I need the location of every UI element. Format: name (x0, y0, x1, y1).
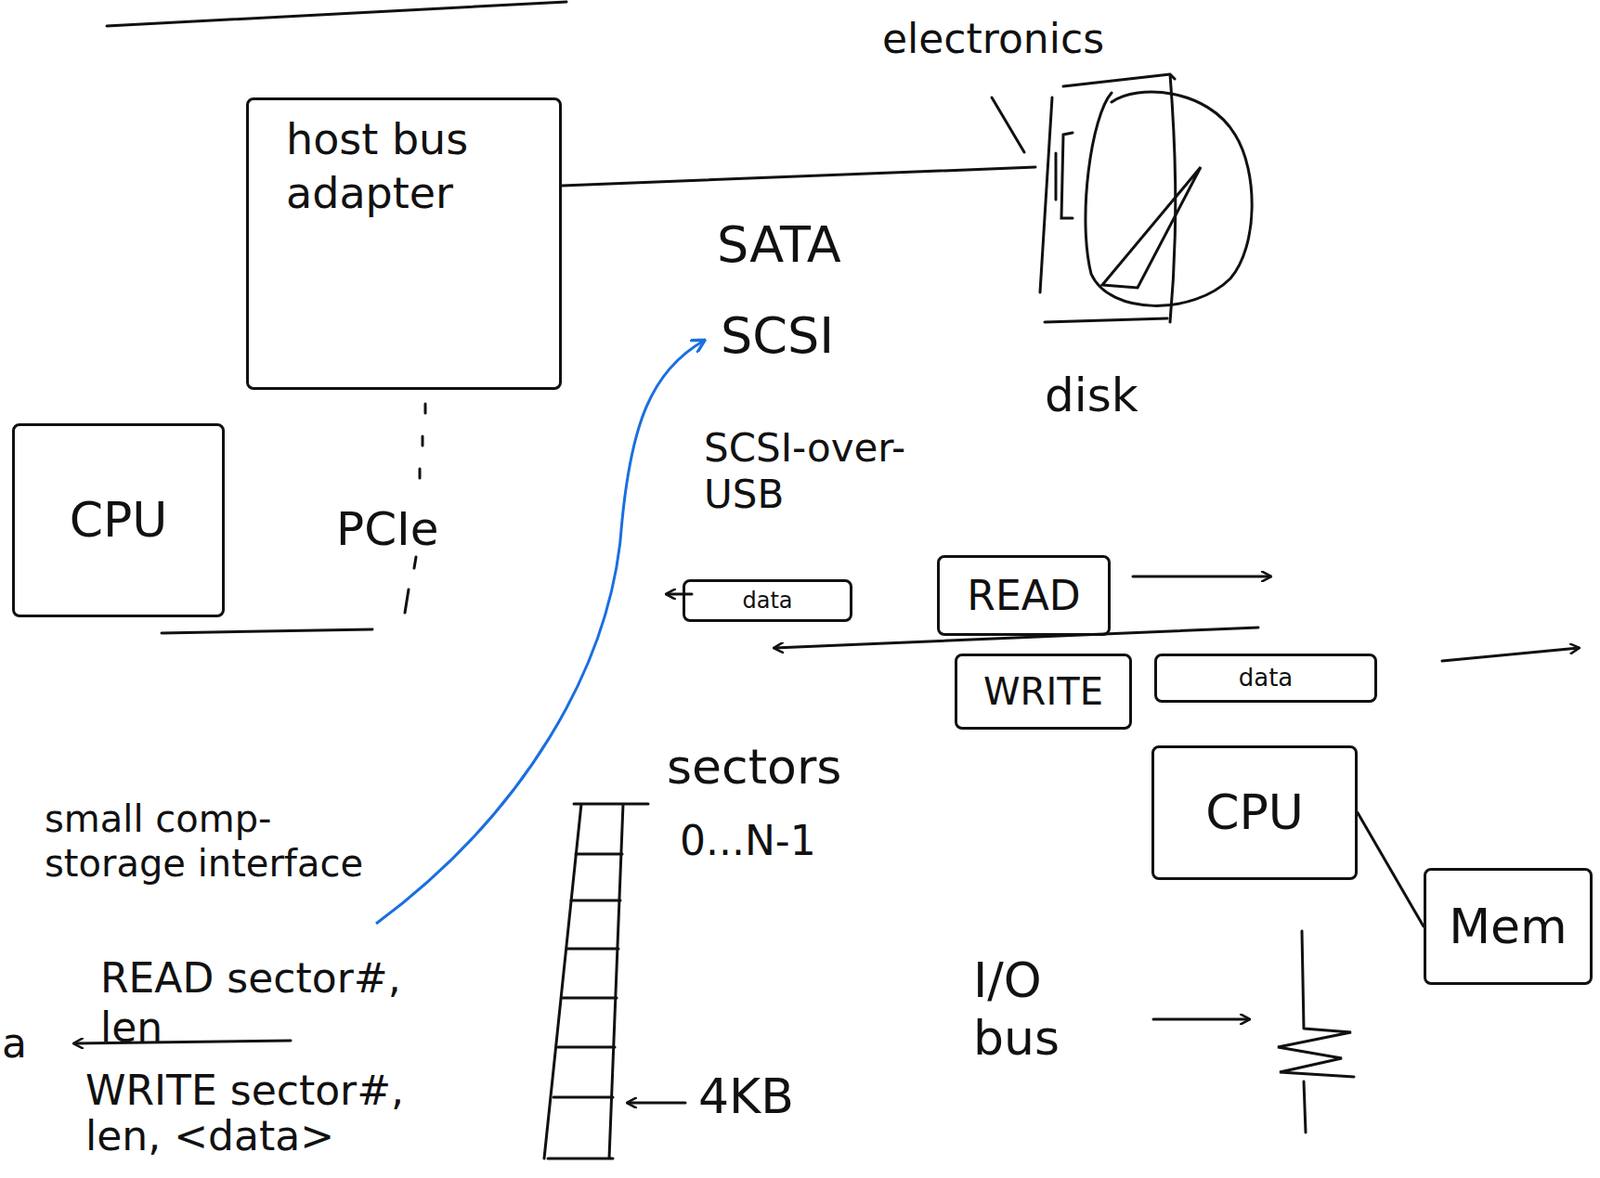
protocol-label: SATA (716, 215, 842, 276)
connector-line (1357, 813, 1424, 928)
box-label: WRITE (962, 668, 1124, 716)
write-command: WRITE (954, 653, 1132, 730)
sector-stack (544, 804, 649, 1159)
box-label: CPU (20, 490, 217, 551)
4kb-arrow (627, 1102, 686, 1106)
bus-label: I/O bus (973, 951, 1076, 1068)
protocol-label: SCSI-over-USB (703, 425, 983, 520)
protocol-label: SCSI (720, 306, 834, 367)
connector-line (561, 167, 1036, 186)
write-arrow (1442, 648, 1579, 662)
sector-lines (553, 854, 623, 1098)
response-arrow (774, 627, 1259, 649)
read-arrow (1132, 575, 1271, 579)
bus-label: PCIe (336, 501, 440, 558)
read-command: READ (936, 555, 1111, 637)
interface-pointer (376, 340, 704, 924)
io-bus-line (1277, 931, 1354, 1133)
disk-drive: disk (1035, 78, 1277, 330)
adapter-box: host bus adapter (246, 97, 562, 391)
cpu-bus-line (161, 629, 373, 634)
cpu-box: CPU (12, 423, 225, 618)
data-bar-arrow (666, 593, 692, 597)
fragment-label: a (1, 1019, 27, 1069)
command-label: READ sector#, len (100, 954, 435, 1054)
size-label: 4KB (698, 1067, 794, 1126)
box-label: data (690, 586, 845, 615)
data-bar: data (1154, 653, 1378, 703)
box-label: data (1162, 663, 1369, 694)
range-label: 0...N-1 (679, 817, 817, 867)
callout-label: electronics (882, 14, 1105, 65)
box-label: host bus adapter (286, 113, 541, 221)
top-line (106, 1, 567, 27)
disk-illustration (1035, 78, 1277, 330)
command-label: WRITE sector#, len, <data> (85, 1067, 476, 1160)
memory-box: Mem (1423, 868, 1593, 986)
io-bus-arrow (1153, 1018, 1249, 1022)
disk-label: disk (1044, 366, 1139, 426)
note-label: small comp- storage interface (44, 796, 398, 886)
box-label: READ (945, 570, 1103, 622)
data-bar: data (682, 579, 853, 623)
electronics-leader (991, 97, 1025, 153)
cpu-box: CPU (1151, 745, 1358, 881)
box-label: CPU (1159, 782, 1350, 844)
box-label: Mem (1431, 897, 1585, 958)
heading-label: sectors (666, 738, 842, 796)
